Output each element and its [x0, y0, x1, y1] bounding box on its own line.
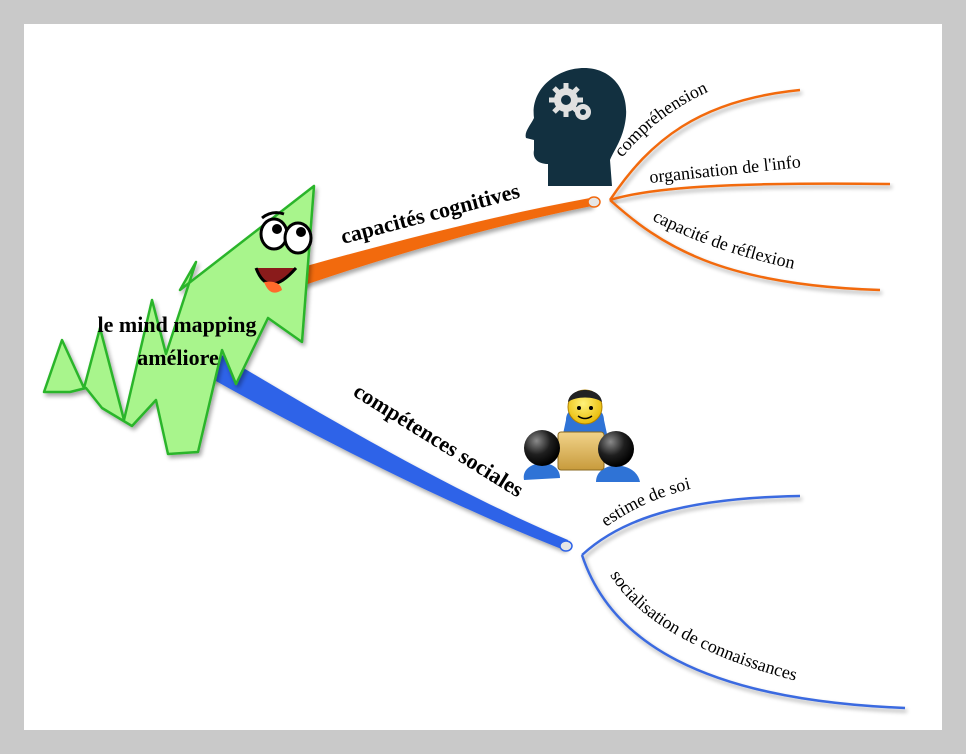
subtopic-line-socialisation — [580, 554, 906, 710]
central-topic-line1: le mind mapping — [98, 312, 257, 337]
central-topic-arrow — [42, 184, 316, 456]
subtopic-line-reflexion — [609, 199, 881, 292]
branch-competences-sociales — [200, 345, 906, 710]
head-gears-icon — [525, 68, 627, 186]
group-people-icon — [523, 389, 640, 482]
subtopic-line-organisation — [609, 182, 891, 202]
branch-node-orange — [587, 196, 601, 208]
central-topic-line2: améliore — [137, 345, 219, 370]
subtopic-line-estime — [581, 494, 801, 556]
arrow-face-icon — [254, 211, 313, 293]
branch-node-blue — [559, 540, 573, 552]
subtopic-line-comprehension — [608, 88, 801, 201]
branch-line-blue — [200, 345, 568, 550]
